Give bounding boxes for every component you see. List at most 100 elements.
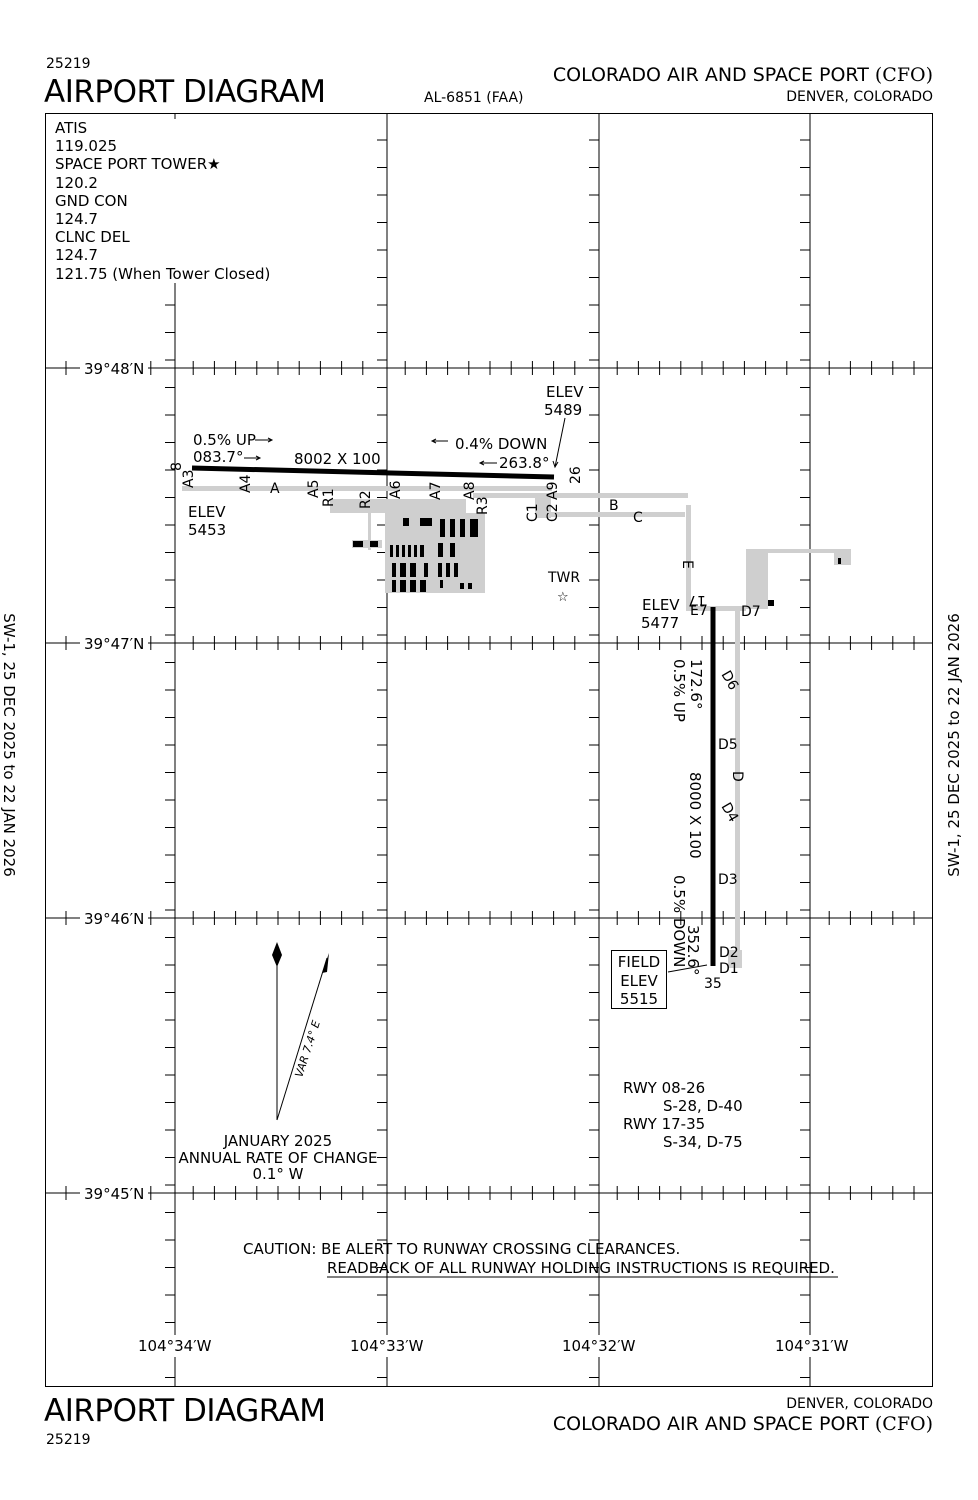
elev-label: ELEV [642, 596, 680, 614]
field-elev-label: ELEV [620, 972, 658, 990]
strength-value: S-28, D-40 [663, 1097, 743, 1115]
buildings [353, 518, 841, 606]
ground-label: GND CON [55, 191, 128, 210]
longitude-label: 104°33′W [350, 1337, 424, 1355]
runway-dimensions: 8000 X 100 [686, 772, 704, 859]
airport-name: COLORADO AIR AND SPACE PORT (CFO) [552, 64, 933, 86]
elev-label: ELEV [546, 383, 584, 401]
latitude-label: 39°47′N [84, 635, 144, 653]
al-number: AL-6851 (FAA) [424, 90, 524, 106]
ground-frequency: 124.7 [55, 210, 98, 229]
taxiway-label: D3 [718, 872, 738, 888]
latitude-label: 39°48′N [84, 360, 144, 378]
strength-runway: RWY 17-35 [623, 1115, 705, 1133]
runway-dimensions: 8002 X 100 [294, 450, 381, 468]
gradient-down: 0.4% DOWN [455, 435, 547, 453]
taxiway-a [182, 486, 552, 491]
longitude-label: 104°34′W [138, 1337, 212, 1355]
taxiway-d1-d2 [728, 950, 742, 968]
apron-far-east [834, 549, 851, 565]
taxiway-east [746, 549, 851, 553]
heading-35: 352.6° [684, 925, 702, 975]
pavement [182, 486, 851, 968]
arrows [244, 417, 708, 973]
taxiway-label: D7 [741, 604, 761, 620]
taxiway-label: A6 [388, 480, 404, 499]
taxiway-label: E7 [690, 603, 708, 619]
taxiway-label: B [609, 498, 619, 514]
variation-date: JANUARY 2025 [223, 1132, 332, 1150]
tower-label: TWR [547, 570, 580, 586]
taxiway-label: C [633, 510, 643, 526]
runway-end-35: 35 [704, 976, 722, 992]
elev-value: 5453 [188, 521, 226, 539]
taxiway-label: A3 [181, 470, 197, 488]
taxiway-label: A [270, 481, 280, 497]
rate-value: 0.1° W [253, 1165, 304, 1183]
taxiway-label: D [729, 771, 745, 782]
taxiway-label: A5 [306, 480, 322, 498]
field-elev-value: 5515 [620, 990, 658, 1008]
gradient-up: 0.5% UP [193, 431, 256, 449]
footer-title: AIRPORT DIAGRAM [44, 1393, 326, 1429]
caution-line-2: READBACK OF ALL RUNWAY HOLDING INSTRUCTI… [327, 1259, 835, 1277]
elev-value: 5477 [641, 614, 679, 632]
taxiway-label: A8 [462, 482, 478, 500]
taxiway-label: R2 [358, 490, 374, 509]
rate-label: ANNUAL RATE OF CHANGE [179, 1149, 378, 1167]
runway-end-08: 8 [169, 462, 185, 471]
taxiway-label: A9 [545, 482, 561, 500]
magnetic-variation: VAR 7.4° E JANUARY 2025 ANNUAL RATE OF C… [179, 942, 378, 1183]
taxiway-label: R3 [475, 496, 491, 515]
taxiway-label: C2 [545, 503, 561, 522]
taxiway-e [686, 505, 691, 610]
taxiway-label: D1 [719, 961, 739, 977]
footer-airport-name: COLORADO AIR AND SPACE PORT (CFO) [552, 1413, 933, 1435]
lat-lon-grid [45, 113, 933, 1387]
taxiway-label: E [679, 560, 695, 569]
apron-sw [352, 540, 382, 548]
taxiway-label: D2 [719, 945, 739, 961]
true-north-arrow-icon [272, 942, 282, 967]
clearance-alt-frequency: 121.75 (When Tower Closed) [55, 264, 271, 283]
heading-08: 083.7° [193, 448, 243, 466]
taxiway-label: C1 [525, 503, 541, 522]
elev-label: ELEV [188, 503, 226, 521]
gradient-down: 0.5% DOWN [670, 875, 688, 967]
runway-strength: RWY 08-26 S-28, D-40 RWY 17-35 S-34, D-7… [623, 1079, 743, 1151]
page-title: AIRPORT DIAGRAM [44, 74, 326, 110]
tower-label: SPACE PORT TOWER★ [55, 155, 221, 174]
field-elev-label: FIELD [618, 953, 660, 971]
magnetic-north-arrow-icon [322, 953, 329, 973]
apron-east [746, 549, 768, 609]
apron-west [330, 499, 466, 513]
strength-value: S-34, D-75 [663, 1133, 743, 1151]
longitude-label: 104°32′W [562, 1337, 636, 1355]
taxiway-b [473, 493, 688, 498]
taxiway-e7-d7 [686, 606, 746, 611]
taxiway-c [540, 512, 685, 517]
clearance-frequency: 124.7 [55, 246, 98, 265]
footer-chart-number: 25219 [46, 1432, 91, 1448]
heading-17: 172.6° [687, 659, 705, 709]
runway-end-26: 26 [568, 466, 584, 484]
caution-line-1: CAUTION: BE ALERT TO RUNWAY CROSSING CLE… [243, 1240, 680, 1258]
taxiway-d [735, 610, 740, 965]
runway-end-17: 17 [688, 592, 706, 608]
chart-number: 25219 [46, 56, 91, 72]
runway-17-35-labels: 17 35 8000 X 100 172.6° 0.5% UP 352.6° 0… [641, 592, 722, 992]
field-elev-box [611, 950, 667, 1009]
footer-location: DENVER, COLORADO [786, 1396, 933, 1412]
taxiway-r2 [368, 510, 371, 550]
atis-label: ATIS [55, 119, 88, 137]
elev-value: 5489 [544, 401, 582, 419]
diagram-frame [45, 113, 933, 1387]
location: DENVER, COLORADO [786, 89, 933, 105]
longitude-label: 104°31′W [775, 1337, 849, 1355]
runway-08-26 [191, 465, 555, 480]
gradient-up: 0.5% UP [670, 659, 688, 722]
variation-label: VAR 7.4° E [292, 1019, 323, 1079]
